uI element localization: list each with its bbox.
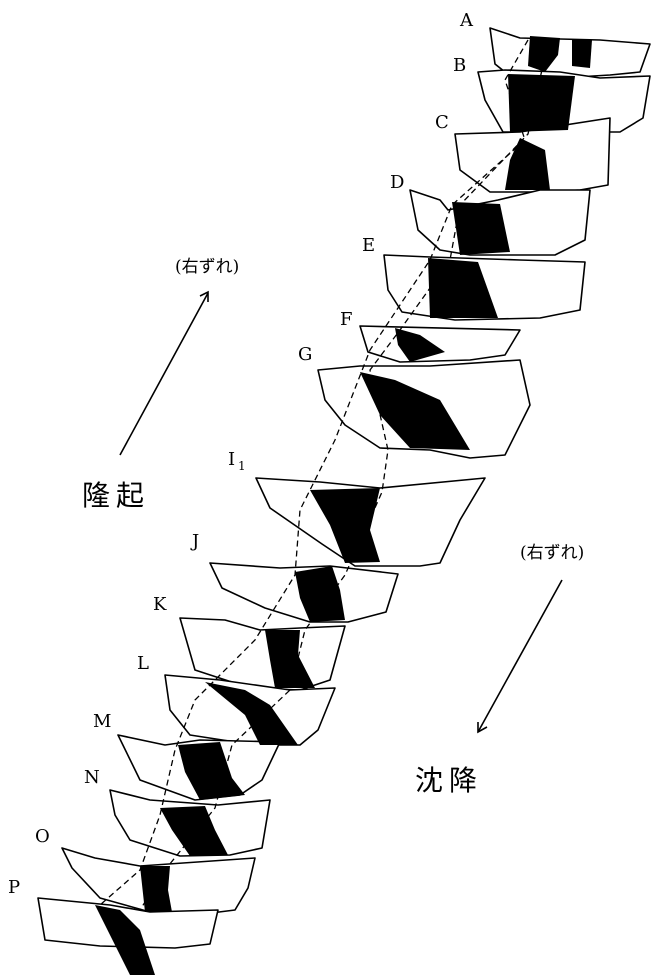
uplift-label: 隆起 <box>82 479 150 512</box>
label-O: O <box>35 826 50 847</box>
label-N: N <box>84 767 100 788</box>
layer-N <box>160 806 228 856</box>
uplift-arrowhead-icon <box>199 290 209 302</box>
black-layers <box>95 36 592 975</box>
slab-F <box>359 325 521 363</box>
layer-M <box>178 742 245 800</box>
label-K: K <box>153 594 167 615</box>
layer-E <box>428 258 498 318</box>
label-M: M <box>93 711 111 732</box>
layer-G <box>360 372 470 450</box>
right-note: (右ずれ) <box>520 543 584 563</box>
label-I1: I <box>228 449 235 470</box>
label-D: D <box>390 172 404 193</box>
layer-J <box>295 566 345 622</box>
label-F: F <box>340 309 353 330</box>
layer-B <box>508 74 575 132</box>
uplift-arrow-line <box>119 292 209 456</box>
label-B: B <box>453 55 466 76</box>
layer-A <box>528 36 560 72</box>
subsidence-arrowhead-icon <box>477 722 488 734</box>
label-I1-subscript: 1 <box>238 459 246 473</box>
label-P: P <box>8 877 20 898</box>
layer-F <box>395 328 445 362</box>
label-L: L <box>137 653 149 674</box>
label-G: G <box>298 344 312 365</box>
layer-O <box>140 866 172 912</box>
subsidence-arrow-line <box>477 579 563 733</box>
right-annotation: (右ずれ) 沈降 <box>415 543 584 797</box>
subsidence-label: 沈降 <box>415 764 483 797</box>
layer-L <box>205 682 298 745</box>
left-annotation: (右ずれ) 隆起 <box>82 257 239 512</box>
layer-K <box>265 630 315 688</box>
layer-P <box>95 905 155 975</box>
label-E: E <box>362 235 375 256</box>
layer-I1 <box>310 488 380 563</box>
layer-C <box>505 138 550 190</box>
layer-A2 <box>572 40 592 68</box>
label-J: J <box>190 531 199 552</box>
left-note: (右ずれ) <box>175 257 239 277</box>
layer-D <box>452 202 510 255</box>
dashed-traces <box>99 39 549 911</box>
label-C: C <box>435 112 449 133</box>
slab-labels: A B C D E F G I 1 J K L M N O P <box>8 10 474 898</box>
label-A: A <box>459 10 474 31</box>
dashed-trace-right <box>139 41 549 911</box>
